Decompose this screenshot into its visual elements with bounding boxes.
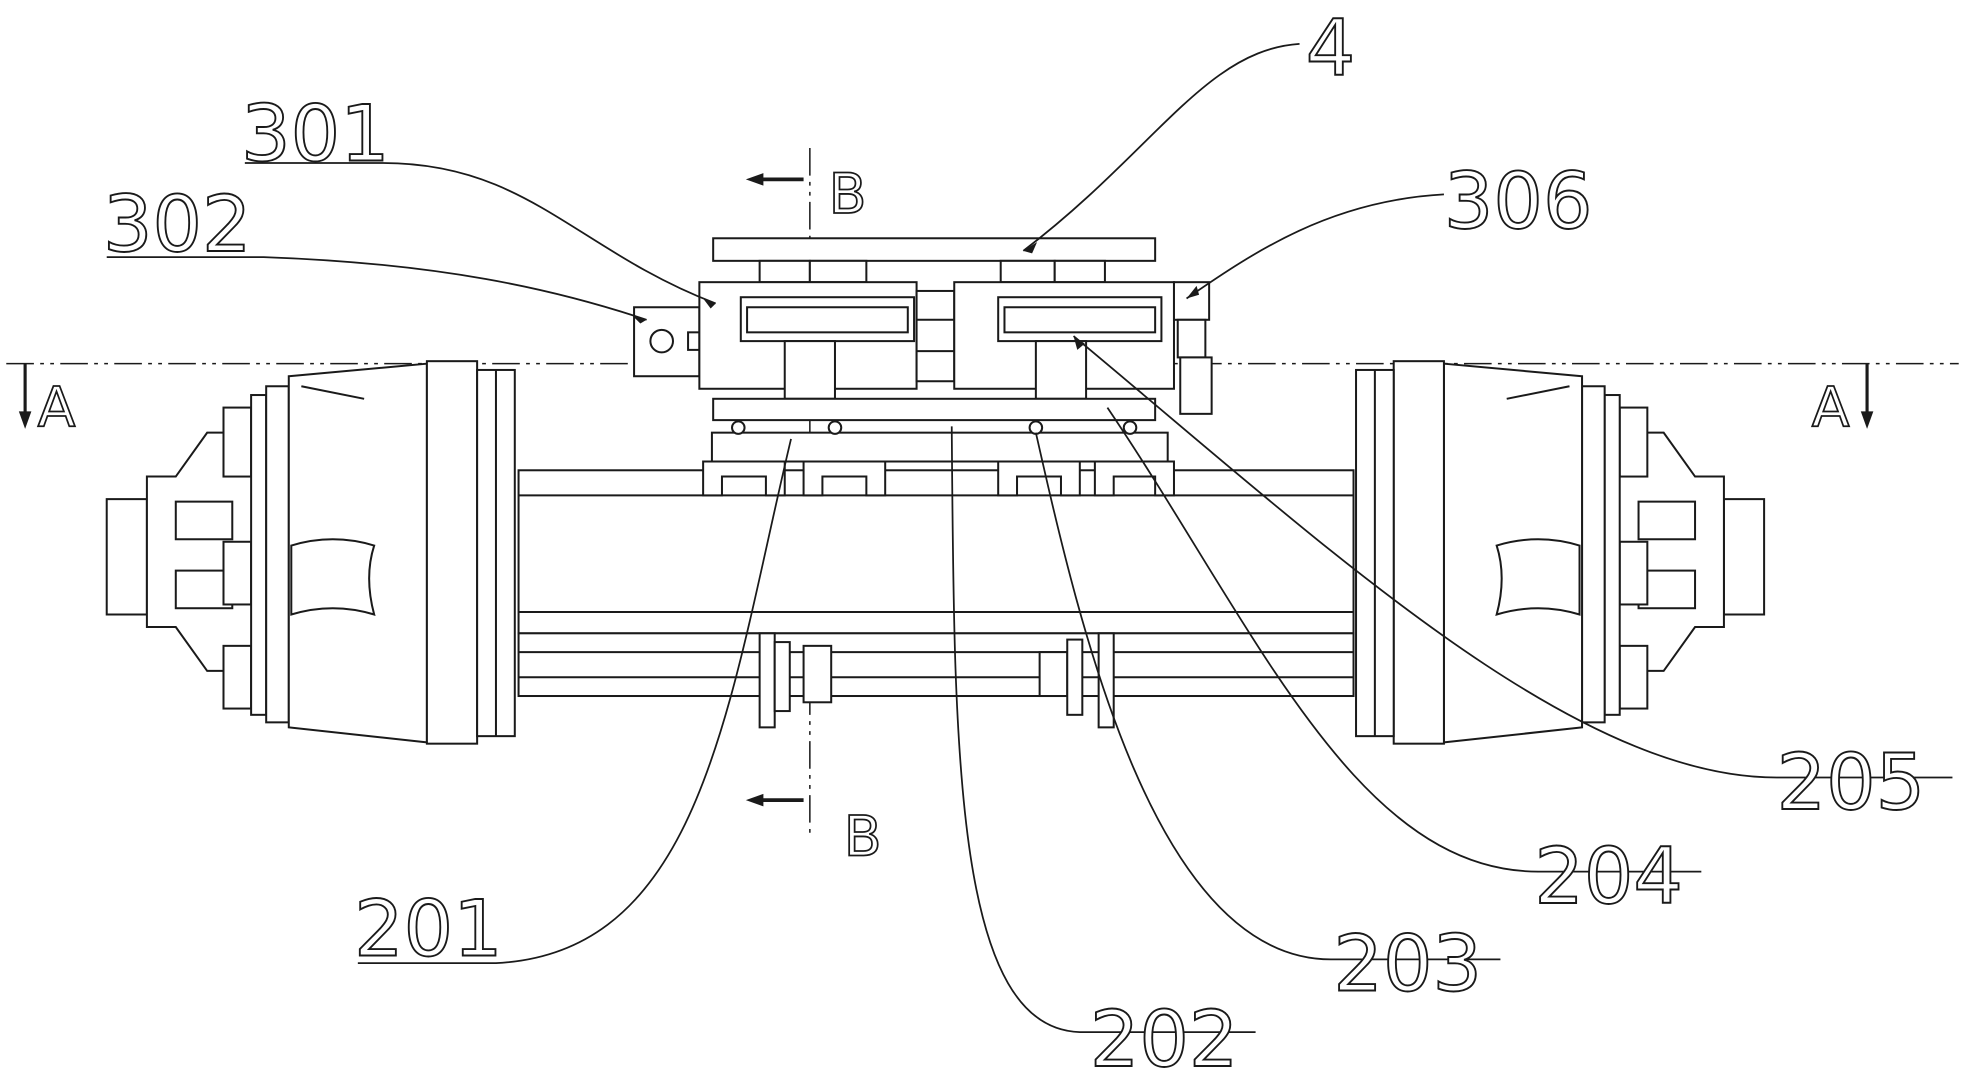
component-306 [1174,282,1212,414]
section-mark-a-left: A [38,376,76,440]
label-202: 202 [1090,995,1239,1076]
section-mark-a-right: A [1812,376,1850,440]
main-block-301 [699,282,1174,399]
label-4: 4 [1306,4,1356,94]
label-203: 203 [1333,920,1482,1010]
section-arrow-b-bottom [746,794,804,807]
label-205: 205 [1777,738,1926,828]
label-201: 201 [354,885,503,975]
label-301: 301 [241,90,390,180]
axle-beam [519,470,1354,696]
lug-302 [634,307,699,376]
label-306: 306 [1444,157,1593,247]
label-204: 204 [1534,832,1683,922]
lower-plates [712,399,1168,462]
wheel-end-right [1356,361,1764,743]
section-arrow-a-left [19,364,32,429]
section-mark-b-bottom: B [844,805,882,869]
section-arrow-b-top [746,173,804,186]
wheel-end-left [107,361,515,743]
section-arrow-a-right [1861,364,1874,429]
section-mark-b-top: B [829,163,867,227]
top-plate [713,238,1155,282]
label-302: 302 [103,180,252,270]
